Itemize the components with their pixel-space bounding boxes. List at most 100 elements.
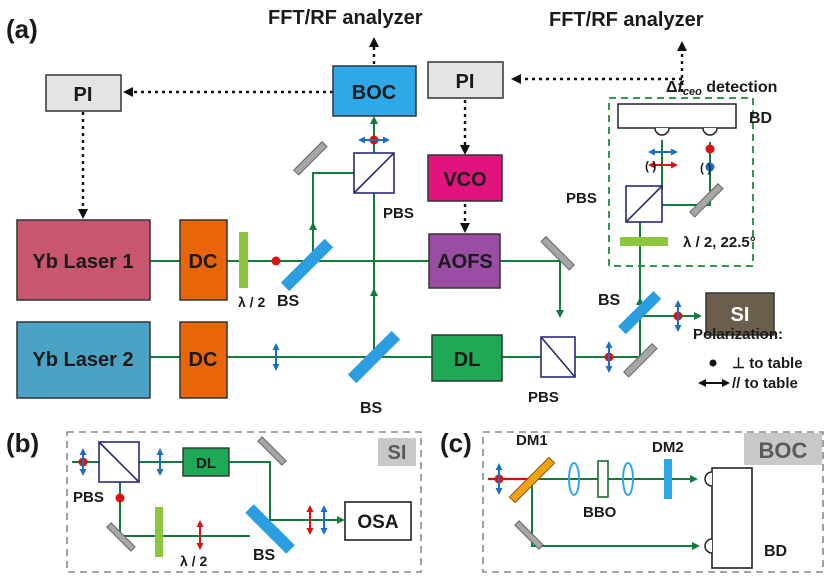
pbs-diagonal <box>98 441 140 483</box>
ceo-detection-label: Δfceo detection <box>666 79 777 98</box>
boc-bd-label: BD <box>764 543 787 560</box>
si-dl-label: DL <box>196 455 216 472</box>
dichroic-mirror-1 <box>508 456 556 504</box>
pi-left-label: PI <box>74 84 93 106</box>
pi-right-label: PI <box>456 71 475 93</box>
laser1-label: Yb Laser 1 <box>32 251 133 273</box>
paren-left: ( ) <box>645 159 656 173</box>
lens <box>568 462 580 496</box>
si-halfwave-label: λ / 2 <box>180 553 207 569</box>
panel-a-label: (a) <box>6 14 38 44</box>
fft-analyzer-left: FFT/RF analyzer <box>268 7 423 29</box>
pbs-detect-label: PBS <box>566 190 597 207</box>
halfwave-plate <box>239 232 248 288</box>
detection-f: f <box>678 79 685 96</box>
bs1-label: BS <box>277 293 300 310</box>
halfwave-label: λ / 2 <box>238 294 265 310</box>
panel-b-label: (b) <box>6 428 39 458</box>
beam <box>119 482 250 537</box>
perp-polarization-dot <box>271 256 281 266</box>
photodiode <box>702 127 718 136</box>
si-pbs-label: PBS <box>73 489 104 506</box>
boc-balanced-detector <box>711 467 753 569</box>
detection-sub: ceo <box>683 86 702 98</box>
osa-box <box>344 501 412 541</box>
si-tag-bg <box>378 438 416 466</box>
panel-c-border <box>482 431 824 573</box>
pbs-diagonal <box>540 336 576 378</box>
paren-right: ( ) <box>700 161 711 175</box>
mirror <box>514 520 544 550</box>
beam-splitter-2 <box>347 330 401 384</box>
halfwave-plate-225 <box>620 237 668 246</box>
si-label: SI <box>731 304 750 326</box>
si-beam-splitter <box>245 504 295 554</box>
mirror <box>689 183 724 218</box>
dl-box <box>431 334 503 382</box>
si-box <box>705 292 775 336</box>
legend-perp: ⊥ to table <box>732 355 803 372</box>
panel-c-label: (c) <box>440 428 472 458</box>
photodiode <box>704 471 713 487</box>
perp-polarization-dot <box>115 493 125 503</box>
dl-label: DL <box>454 349 481 371</box>
mirror <box>257 436 287 466</box>
dc2-label: DC <box>189 349 218 371</box>
mirror <box>293 141 328 176</box>
beam <box>531 479 700 550</box>
photodiode <box>704 538 713 554</box>
beam <box>229 461 340 521</box>
legend-par: // to table <box>732 375 798 392</box>
vco-label: VCO <box>443 169 486 191</box>
mirror <box>540 236 575 271</box>
ceo-detection-panel <box>608 97 754 267</box>
legend-title: Polarization: <box>693 326 783 343</box>
dc1-box <box>179 219 228 301</box>
perp-polarization-dot <box>705 144 715 154</box>
dc1-label: DC <box>189 251 218 273</box>
balanced-detector <box>617 103 737 129</box>
detection-suffix: detection <box>702 79 778 96</box>
pbs-diagonal <box>353 152 395 194</box>
osa-label: OSA <box>357 512 398 533</box>
aofs-label: AOFS <box>437 251 493 273</box>
pbs-bottom-label: PBS <box>528 389 559 406</box>
laser1-box <box>16 219 151 301</box>
beam-splitter-1 <box>280 238 334 292</box>
bbo-label: BBO <box>583 504 617 521</box>
beam-splitter-3 <box>618 291 662 335</box>
bs3-label: BS <box>598 292 621 309</box>
si-halfwave-plate <box>155 507 163 557</box>
detection-prefix: Δ <box>666 79 678 96</box>
si-bs-label: BS <box>253 547 276 564</box>
mirror <box>106 522 136 552</box>
dichroic-mirror-2 <box>664 459 672 499</box>
pi-box-left <box>45 74 122 112</box>
bbo-crystal <box>597 460 609 498</box>
pi-box-right <box>427 61 504 99</box>
boc-box <box>332 65 417 117</box>
boc-tag-bg <box>744 433 822 465</box>
si-dl-box <box>182 447 230 477</box>
lens <box>622 462 634 496</box>
pbs-top-label: PBS <box>383 205 414 222</box>
beam <box>500 260 564 318</box>
bd-label: BD <box>749 110 772 127</box>
legend-dot <box>709 359 717 367</box>
laser2-label: Yb Laser 2 <box>32 349 133 371</box>
bs2-label: BS <box>360 400 383 417</box>
mirror <box>623 343 658 378</box>
laser2-box <box>16 321 151 399</box>
panel-b-border <box>66 431 422 573</box>
beam <box>312 172 354 230</box>
halfwave-225-label: λ / 2, 22.5° <box>683 234 756 251</box>
dm2-label: DM2 <box>652 439 684 456</box>
pbs-diagonal <box>625 185 663 223</box>
perp-polarization-dot-blue <box>705 162 715 172</box>
photodiode <box>654 127 670 136</box>
dc2-box <box>179 321 228 399</box>
boc-label: BOC <box>352 82 396 104</box>
dm1-label: DM1 <box>516 432 548 449</box>
